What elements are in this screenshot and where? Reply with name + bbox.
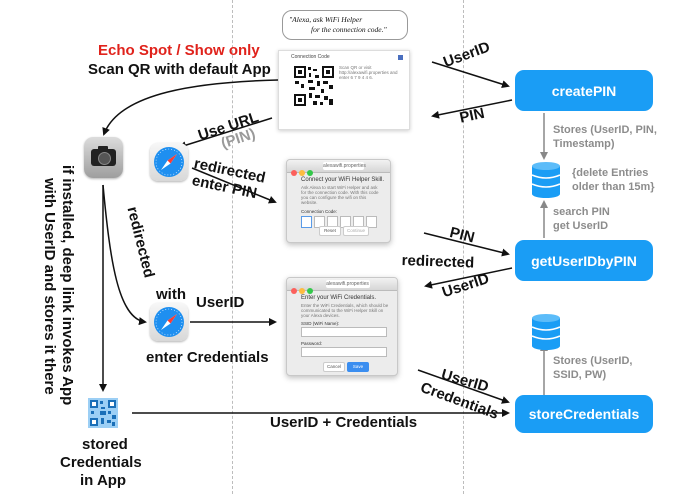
arrow-userid-to-createpin xyxy=(431,61,510,89)
createpin-service: createPIN xyxy=(515,70,653,111)
echo-screen: Connection Code Scan QR or visit http://… xyxy=(278,50,410,130)
getuseridbypin-service: getUserIDbyPIN xyxy=(515,240,653,281)
password-label: Password: xyxy=(301,341,323,346)
arrow-echo-to-camera xyxy=(102,79,279,136)
continue-button[interactable]: Continue xyxy=(343,226,369,236)
arrow-pin-back xyxy=(431,99,513,119)
stores-creds-note: Stores (UserID,SSID, PW) xyxy=(553,355,633,381)
arrow-userid-back xyxy=(424,267,513,289)
password-input[interactable] xyxy=(301,347,387,357)
cred-dialog-desc: Enter the WiFi Credentials, which should… xyxy=(301,303,389,318)
storecredentials-service: storeCredentials xyxy=(515,395,653,433)
stored-label: stored xyxy=(82,436,128,453)
alexa-speech-bubble: "Alexa, ask WiFi Helper for the connecti… xyxy=(282,10,408,40)
cancel-button[interactable]: Cancel xyxy=(323,362,345,372)
pin-dialog-window: alexawifi.properties Connect your WiFi H… xyxy=(286,159,391,243)
deep-link-label-2: with UserID and stores it there xyxy=(41,178,58,395)
lane-divider-left xyxy=(232,0,233,494)
pin-dialog-code-label: Connection Code: xyxy=(301,209,338,214)
pin-dialog-title: Connect your WiFi Helper Skill. xyxy=(301,177,385,183)
enter-credentials-label: enter Credentials xyxy=(146,349,269,366)
with-label: with xyxy=(156,286,186,303)
arrow-pin-to-getuserid xyxy=(423,232,510,257)
pin-dialog-url: alexawifi.properties xyxy=(323,162,366,170)
echo-screen-title: Connection Code xyxy=(291,54,330,60)
alexa-bubble-line2: for the connection code." xyxy=(311,25,387,34)
arrow-camera-to-safari xyxy=(102,184,147,326)
echo-spot-show-label: Echo Spot / Show only xyxy=(98,42,260,59)
pin-digit-field[interactable] xyxy=(301,216,312,228)
arrow-safari-to-pin-dialog xyxy=(191,167,277,204)
database-icon xyxy=(531,314,561,350)
userid-credentials-label: UserID + Credentials xyxy=(270,414,418,431)
safari-icon[interactable] xyxy=(150,303,188,341)
credentials-label: Credentials xyxy=(60,454,142,471)
redirected-mid-label: redirected xyxy=(401,252,475,272)
database-icon xyxy=(531,162,561,198)
save-button[interactable]: Save xyxy=(347,362,369,372)
cred-dialog-titlebar: alexawifi.properties xyxy=(287,278,397,294)
reset-button[interactable]: Reset xyxy=(319,226,341,236)
pin-dialog-titlebar: alexawifi.properties xyxy=(287,160,390,176)
userid-mid-label: UserID xyxy=(196,294,245,311)
lane-divider-right xyxy=(463,0,464,494)
deep-link-label-1: if installed, deep link invokes App xyxy=(59,165,76,406)
stores-pin-note: Stores (UserID, PIN,Timestamp) xyxy=(553,124,657,150)
ssid-label: SSID (WiFi Name): xyxy=(301,321,340,326)
camera-icon[interactable] xyxy=(84,137,123,178)
scan-qr-label: Scan QR with default App xyxy=(88,61,271,78)
echo-close-icon xyxy=(398,55,403,60)
alexa-bubble-line1: "Alexa, ask WiFi Helper xyxy=(289,15,363,24)
cred-dialog-title: Enter your WiFi Credentials. xyxy=(301,295,377,301)
arrow-echo-to-safari xyxy=(178,117,273,150)
cred-dialog-url: alexawifi.properties xyxy=(325,280,370,288)
ssid-input[interactable] xyxy=(301,327,387,337)
credentials-dialog-window: alexawifi.properties Enter your WiFi Cre… xyxy=(286,277,398,376)
qr-code-icon xyxy=(88,398,118,428)
in-app-label: in App xyxy=(80,472,127,489)
safari-icon[interactable] xyxy=(150,143,188,181)
echo-screen-text: Scan QR or visit http://alexawifi.proper… xyxy=(339,65,398,80)
qr-code-icon xyxy=(293,65,335,107)
pin-digit-field[interactable] xyxy=(366,216,377,228)
pin-code-boxes xyxy=(301,216,382,228)
arrow-to-storecredentials xyxy=(417,369,510,404)
pin-dialog-desc: Ask Alexa to start WiFi Helper and ask f… xyxy=(301,185,379,205)
